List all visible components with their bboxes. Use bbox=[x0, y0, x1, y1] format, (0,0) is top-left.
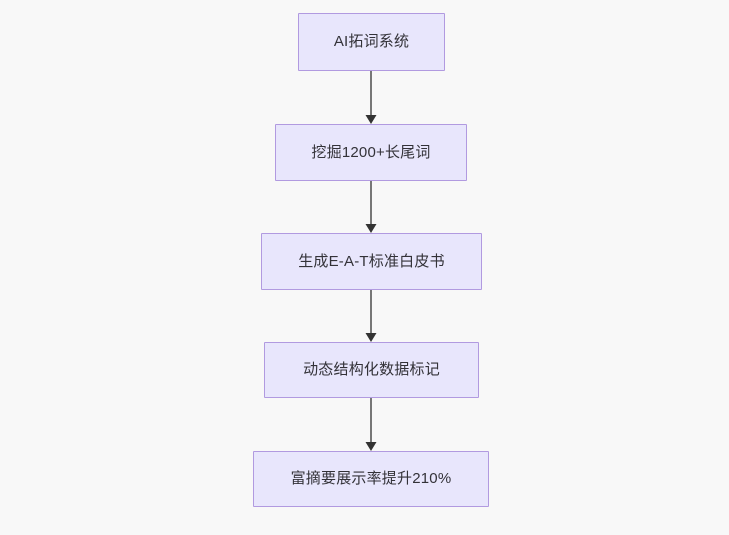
flow-node-dynamic-structured-data-markup[interactable]: 动态结构化数据标记 bbox=[264, 342, 479, 398]
flow-node-rich-snippet-rate-increase[interactable]: 富摘要展示率提升210% bbox=[253, 451, 489, 507]
flow-node-label: 生成E-A-T标准白皮书 bbox=[298, 252, 445, 270]
flow-node-label: 动态结构化数据标记 bbox=[303, 361, 440, 378]
flow-node-generate-eat-whitepaper[interactable]: 生成E-A-T标准白皮书 bbox=[261, 233, 482, 290]
arrowhead-icon bbox=[365, 115, 377, 124]
edge-n1-n2 bbox=[365, 71, 377, 124]
flow-node-label: 富摘要展示率提升210% bbox=[290, 470, 452, 487]
edge-n4-n5 bbox=[365, 398, 377, 451]
edge-n2-n3 bbox=[365, 181, 377, 233]
arrowhead-icon bbox=[365, 442, 377, 451]
edge-n3-n4 bbox=[365, 290, 377, 342]
arrowhead-icon bbox=[365, 224, 377, 233]
flow-node-mine-longtail-keywords[interactable]: 挖掘1200+长尾词 bbox=[275, 124, 467, 181]
arrowhead-icon bbox=[365, 333, 377, 342]
flow-node-label: 挖掘1200+长尾词 bbox=[311, 143, 431, 161]
flow-node-label: AI拓词系统 bbox=[333, 33, 410, 50]
flow-node-ai-keyword-system[interactable]: AI拓词系统 bbox=[298, 13, 445, 71]
